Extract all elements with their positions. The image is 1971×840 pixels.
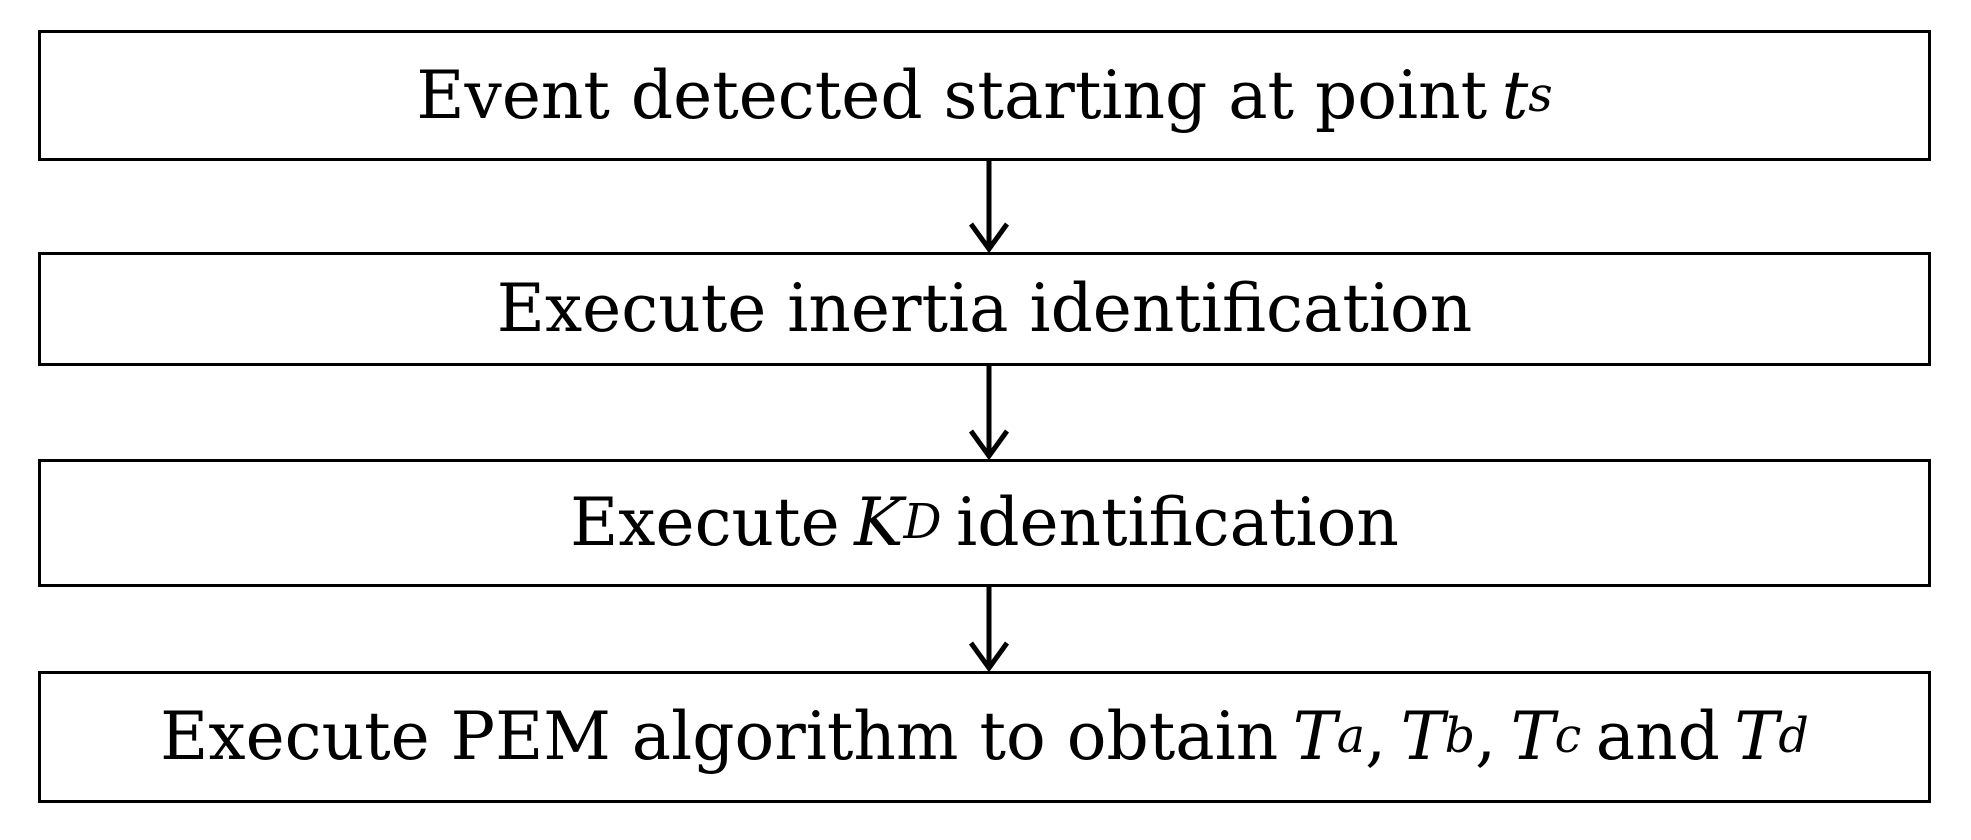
step-4-var-c: T bbox=[1510, 698, 1555, 775]
arrow-3-to-4 bbox=[968, 587, 1010, 673]
step-4-sep-a: , bbox=[1365, 698, 1387, 775]
step-4-var-d: T bbox=[1734, 698, 1779, 775]
step-4-sep-c: and bbox=[1595, 698, 1720, 775]
arrow-1-to-2 bbox=[968, 161, 1010, 254]
arrow-2-to-3 bbox=[968, 366, 1010, 461]
step-4-var-b: T bbox=[1400, 698, 1445, 775]
step-1-variable: t bbox=[1501, 56, 1529, 134]
step-2-text: Execute inertia identification bbox=[496, 270, 1473, 347]
step-3-suffix: identification bbox=[956, 484, 1399, 561]
step-4-sep-b: , bbox=[1475, 698, 1497, 775]
step-3-variable: K bbox=[854, 484, 904, 561]
step-3-prefix: Execute bbox=[570, 484, 840, 561]
step-inertia-identification: Execute inertia identification bbox=[38, 252, 1931, 366]
step-1-text: Event detected starting at point bbox=[416, 56, 1488, 134]
step-4-prefix: Execute PEM algorithm to obtain bbox=[160, 698, 1279, 775]
step-4-var-a: T bbox=[1292, 698, 1337, 775]
